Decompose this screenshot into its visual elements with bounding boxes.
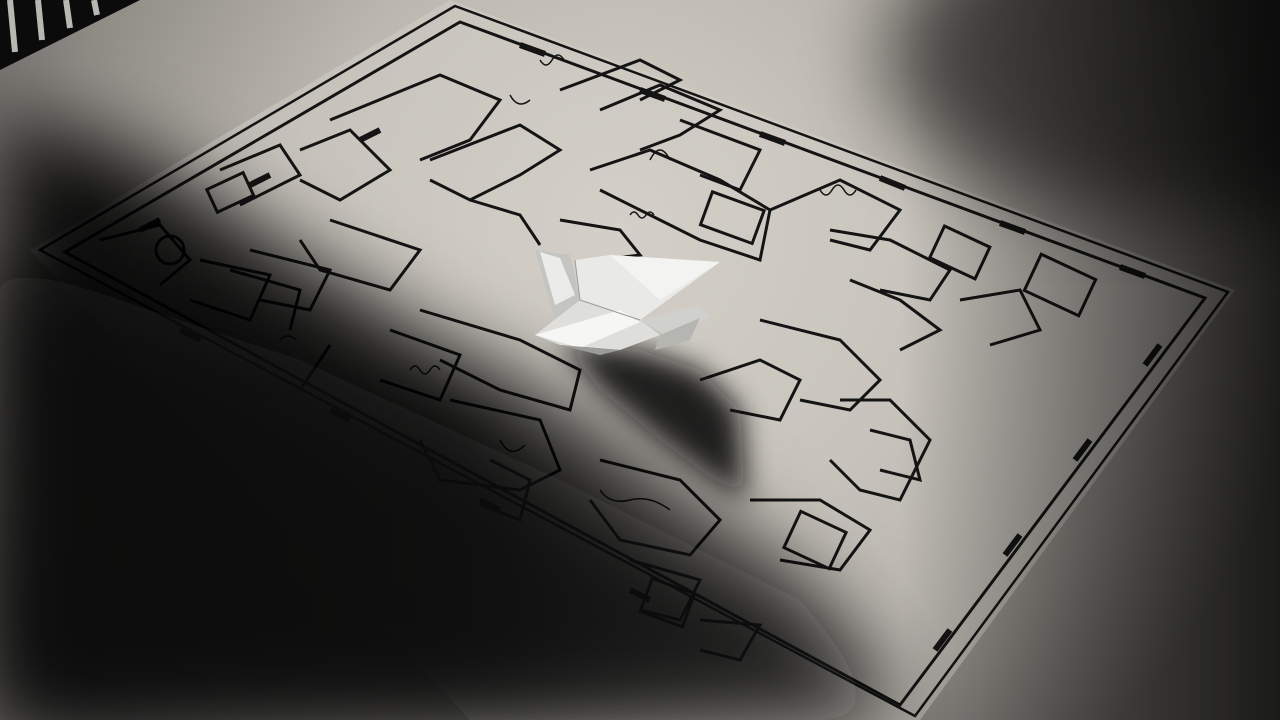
origami-crane xyxy=(535,250,720,355)
top-vignette xyxy=(880,0,1280,220)
crane-shadow xyxy=(560,340,745,500)
deep-shadow xyxy=(0,260,900,720)
window-railing xyxy=(0,0,140,70)
